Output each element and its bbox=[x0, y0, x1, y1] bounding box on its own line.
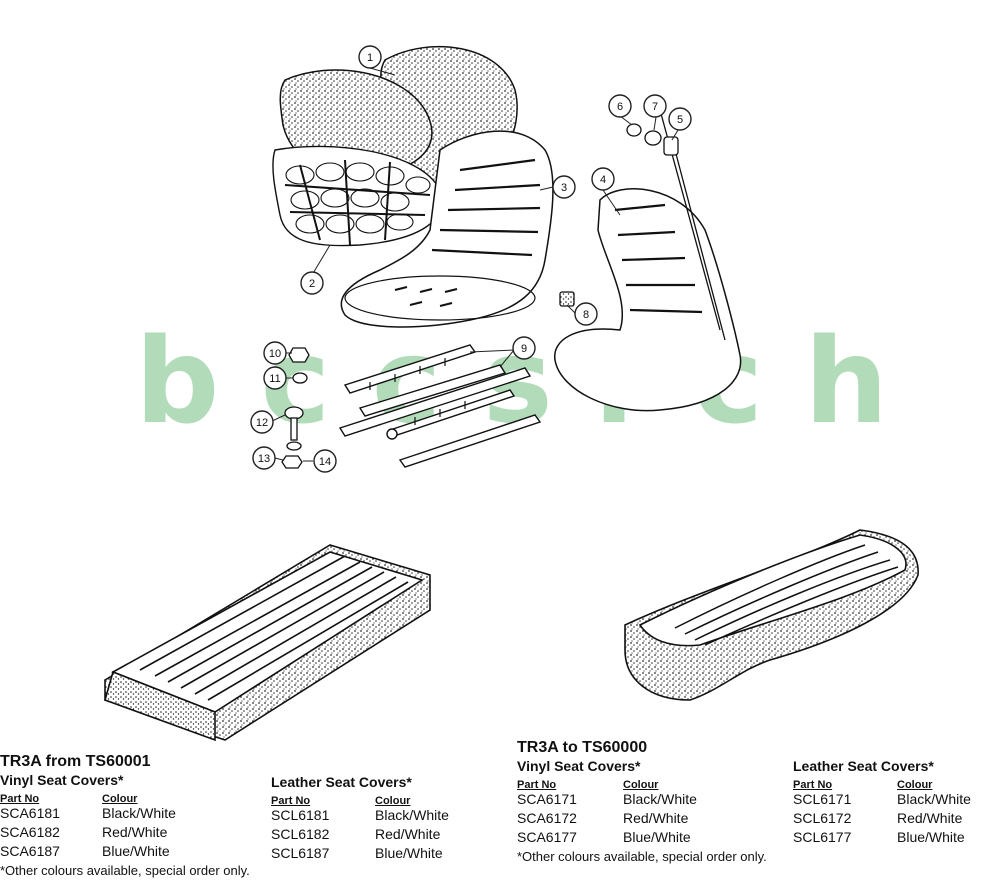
right-leather-heading: Leather Seat Covers* bbox=[793, 758, 934, 774]
svg-text:10: 10 bbox=[269, 348, 281, 360]
callout-10: 10 bbox=[263, 341, 287, 365]
small-hardware-drawing bbox=[559, 123, 679, 307]
left-leather-part-header: Part No bbox=[271, 795, 311, 807]
right-parts-block: TR3A to TS60000 Vinyl Seat Covers* Part … bbox=[517, 738, 787, 866]
svg-text:11: 11 bbox=[269, 373, 280, 385]
left-footnote: *Other colours available, special order … bbox=[0, 863, 250, 878]
svg-text:4: 4 bbox=[600, 174, 606, 186]
callout-7: 7 bbox=[643, 94, 667, 118]
svg-text:6: 6 bbox=[617, 101, 623, 113]
callout-2: 2 bbox=[300, 271, 324, 295]
left-parts-block: TR3A from TS60001 Vinyl Seat Covers* Par… bbox=[0, 752, 470, 880]
callout-12: 12 bbox=[250, 410, 274, 434]
svg-text:13: 13 bbox=[258, 453, 270, 465]
svg-text:12: 12 bbox=[256, 417, 268, 429]
callout-14: 14 bbox=[313, 449, 337, 473]
left-vinyl-part-header: Part No bbox=[0, 793, 40, 805]
seat-frame-drawing bbox=[554, 109, 742, 412]
svg-text:14: 14 bbox=[319, 456, 331, 468]
left-vinyl-heading: Vinyl Seat Covers* bbox=[0, 772, 124, 788]
svg-text:1: 1 bbox=[367, 52, 373, 64]
svg-text:5: 5 bbox=[677, 114, 683, 126]
seat-shell-drawing bbox=[340, 130, 554, 328]
right-vinyl-heading: Vinyl Seat Covers* bbox=[517, 758, 641, 774]
left-leather-block: Leather Seat Covers* Part No Colour SCL61… bbox=[271, 773, 471, 863]
callout-3: 3 bbox=[552, 175, 576, 199]
callout-13: 13 bbox=[252, 446, 276, 470]
svg-text:7: 7 bbox=[652, 101, 658, 113]
flat-seat-cover-drawing bbox=[104, 544, 431, 742]
right-footnote: *Other colours available, special order … bbox=[517, 849, 767, 864]
callout-9: 9 bbox=[512, 336, 536, 360]
callout-8: 8 bbox=[574, 302, 598, 326]
right-leather-colour-header: Colour bbox=[897, 779, 933, 791]
callout-4: 4 bbox=[591, 167, 615, 191]
left-vinyl-colour-header: Colour bbox=[102, 793, 138, 805]
left-title: TR3A from TS60001 bbox=[0, 753, 151, 770]
svg-text:3: 3 bbox=[561, 182, 567, 194]
callout-11: 11 bbox=[263, 366, 287, 390]
fastener-drawing bbox=[281, 347, 310, 469]
left-leather-heading: Leather Seat Covers* bbox=[271, 774, 412, 790]
svg-text:8: 8 bbox=[583, 309, 589, 321]
seat-slide-rails-drawing bbox=[338, 344, 542, 468]
right-leather-part-header: Part No bbox=[793, 779, 833, 791]
curved-seat-cover-drawing bbox=[624, 529, 919, 701]
right-title: TR3A to TS60000 bbox=[517, 739, 648, 756]
callout-1: 1 bbox=[358, 45, 382, 69]
callout-5: 5 bbox=[668, 107, 692, 131]
right-vinyl-colour-header: Colour bbox=[623, 779, 659, 791]
svg-text:9: 9 bbox=[521, 343, 527, 355]
callout-6: 6 bbox=[608, 94, 632, 118]
spring-assembly-drawing bbox=[272, 145, 443, 247]
right-vinyl-part-header: Part No bbox=[517, 779, 557, 791]
left-leather-colour-header: Colour bbox=[375, 795, 411, 807]
right-leather-block: Leather Seat Covers* Part No Colour SCL61… bbox=[793, 757, 993, 847]
svg-text:2: 2 bbox=[309, 278, 315, 290]
